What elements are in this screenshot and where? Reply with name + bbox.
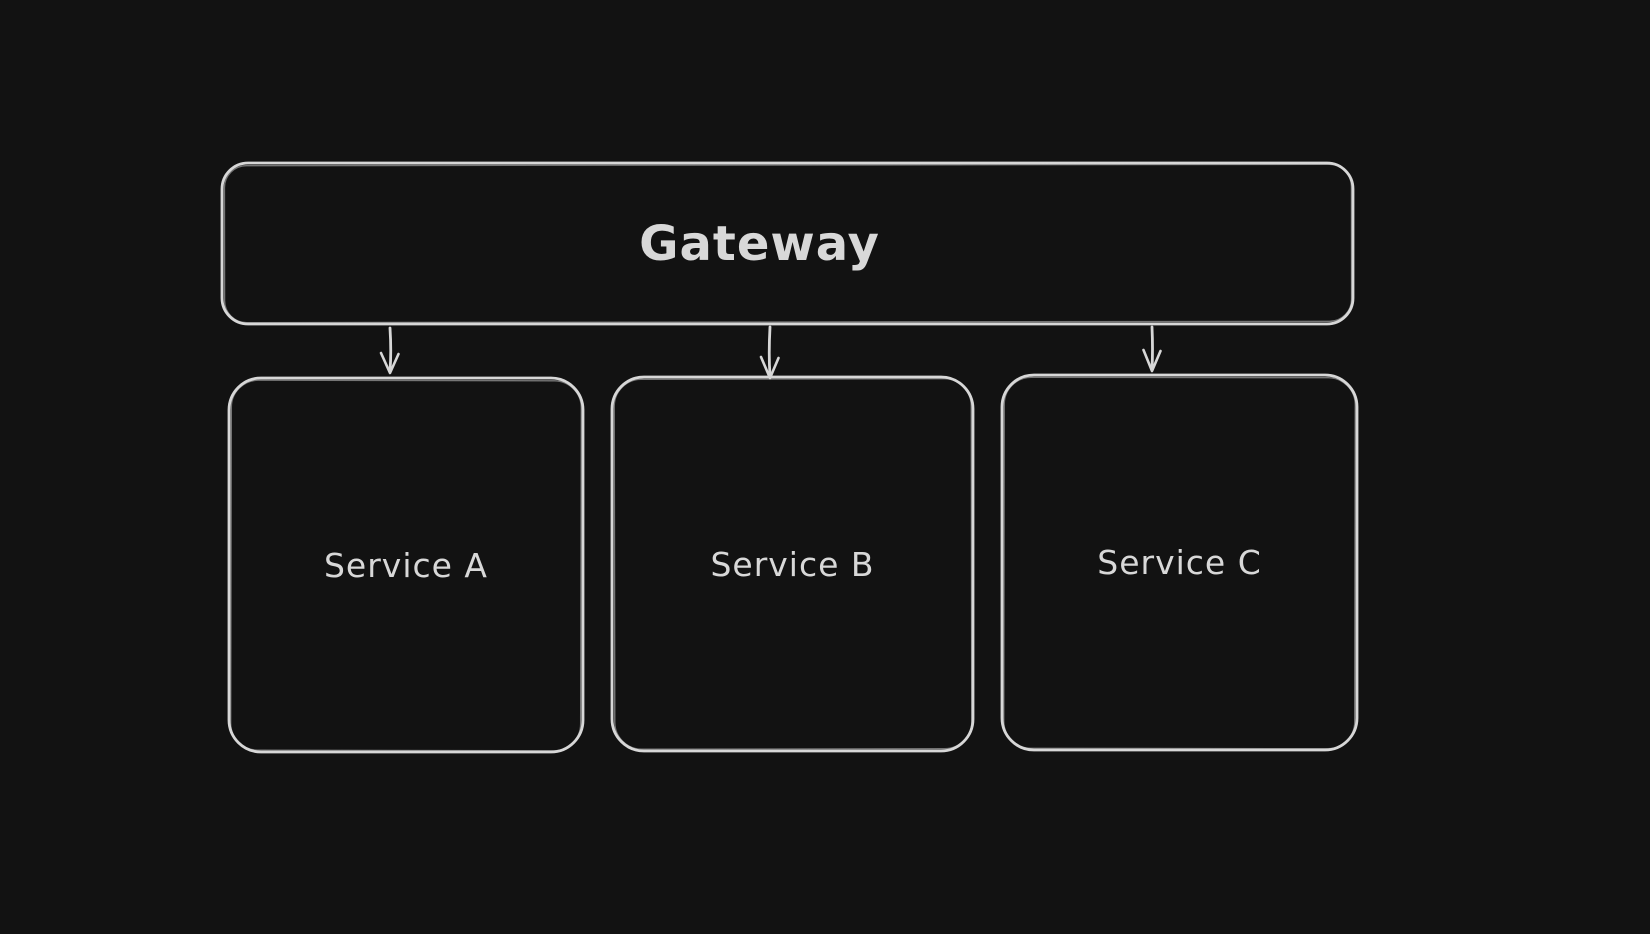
arrow-gateway-to-service-b[interactable] xyxy=(759,325,780,380)
gateway-box-outline xyxy=(220,161,1355,326)
node-service-b[interactable]: Service B xyxy=(610,375,975,753)
node-service-c[interactable]: Service C xyxy=(1000,373,1359,752)
arrow-gateway-to-service-a[interactable] xyxy=(379,326,400,375)
arrow-gateway-to-service-c[interactable] xyxy=(1142,325,1162,373)
service-b-box-outline xyxy=(610,375,975,753)
node-service-a[interactable]: Service A xyxy=(227,376,585,754)
service-c-box-outline xyxy=(1000,373,1359,752)
node-gateway[interactable]: Gateway xyxy=(220,161,1355,326)
service-a-box-outline xyxy=(227,376,585,754)
